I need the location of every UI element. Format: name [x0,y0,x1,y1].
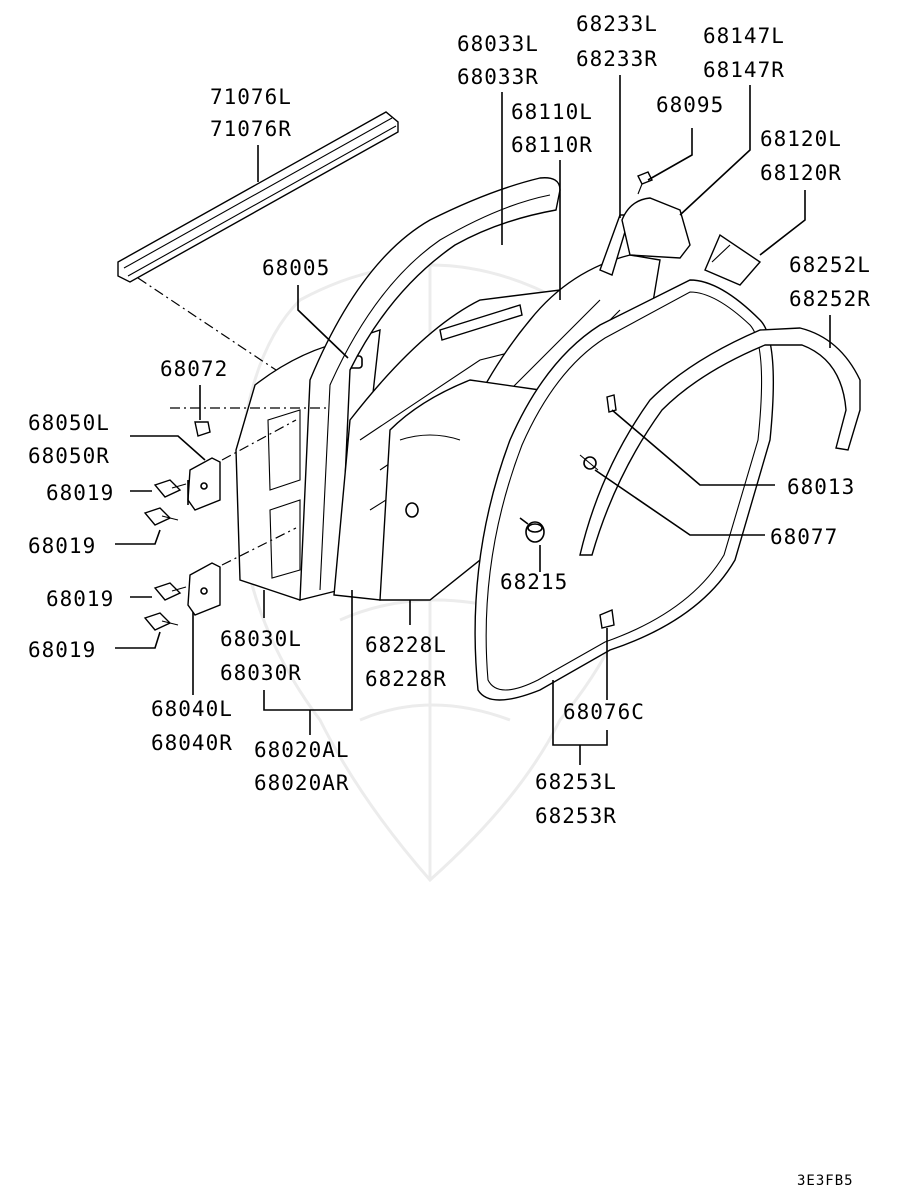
label-68072: 68072 [160,357,228,381]
label-68019-b: 68019 [28,534,96,558]
quarter-glass-68120 [704,233,762,286]
label-68019-c: 68019 [46,587,114,611]
label-68120L: 68120L [760,127,842,151]
label-68110L: 68110L [511,100,593,124]
clip-68072 [194,421,211,437]
label-68252R: 68252R [789,287,871,311]
clip-68013 [606,394,617,413]
label-68147L: 68147L [703,24,785,48]
label-68253L: 68253L [535,770,617,794]
label-68040R: 68040R [151,731,233,755]
label-68019-a: 68019 [46,481,114,505]
label-68077: 68077 [770,525,838,549]
label-68050R: 68050R [28,444,110,468]
label-68050L: 68050L [28,411,110,435]
label-68033L: 68033L [457,32,539,56]
label-71076R: 71076R [210,117,292,141]
label-68233R: 68233R [576,47,658,71]
label-71076L: 71076L [210,85,292,109]
label-68233L: 68233L [576,12,658,36]
screw-68095 [637,171,653,195]
label-68228R: 68228R [365,667,447,691]
weatherstrip-68252 [579,327,861,556]
label-68040L: 68040L [151,697,233,721]
label-68020AL: 68020AL [254,738,350,762]
clip-68077 [579,454,599,471]
label-68120R: 68120R [760,161,842,185]
label-68019-d: 68019 [28,638,96,662]
diagram-code: 3E3FB5 [797,1173,854,1187]
label-68030R: 68030R [220,661,302,685]
leader-lines [115,75,831,765]
lower-hinge-68040 [187,562,221,616]
channel-run-68233 [599,197,691,276]
label-68005: 68005 [262,256,330,280]
grommet-68215 [525,521,545,543]
label-68033R: 68033R [457,65,539,89]
hinge-assembly-line-upper [221,419,297,461]
clip-68076C [599,609,615,629]
bolt-68019-a [153,479,187,498]
label-68076C: 68076C [563,700,645,724]
bolt-68019-b [143,507,179,526]
belt-moulding-71076 [117,111,399,283]
label-68253R: 68253R [535,804,617,828]
label-68095: 68095 [656,93,724,117]
label-68215: 68215 [500,570,568,594]
part-labels: 71076L 71076R 68033L 68033R 68233L 68233… [28,12,871,1187]
label-68110R: 68110R [511,133,593,157]
hinge-assembly-line-lower [221,527,297,566]
label-68252L: 68252L [789,253,871,277]
label-68013: 68013 [787,475,855,499]
label-68030L: 68030L [220,627,302,651]
upper-hinge-68050 [187,457,221,511]
label-68020AR: 68020AR [254,771,350,795]
bolt-68019-d [143,612,179,631]
bolt-68019-c [153,582,187,601]
label-68228L: 68228L [365,633,447,657]
label-68147R: 68147R [703,58,785,82]
